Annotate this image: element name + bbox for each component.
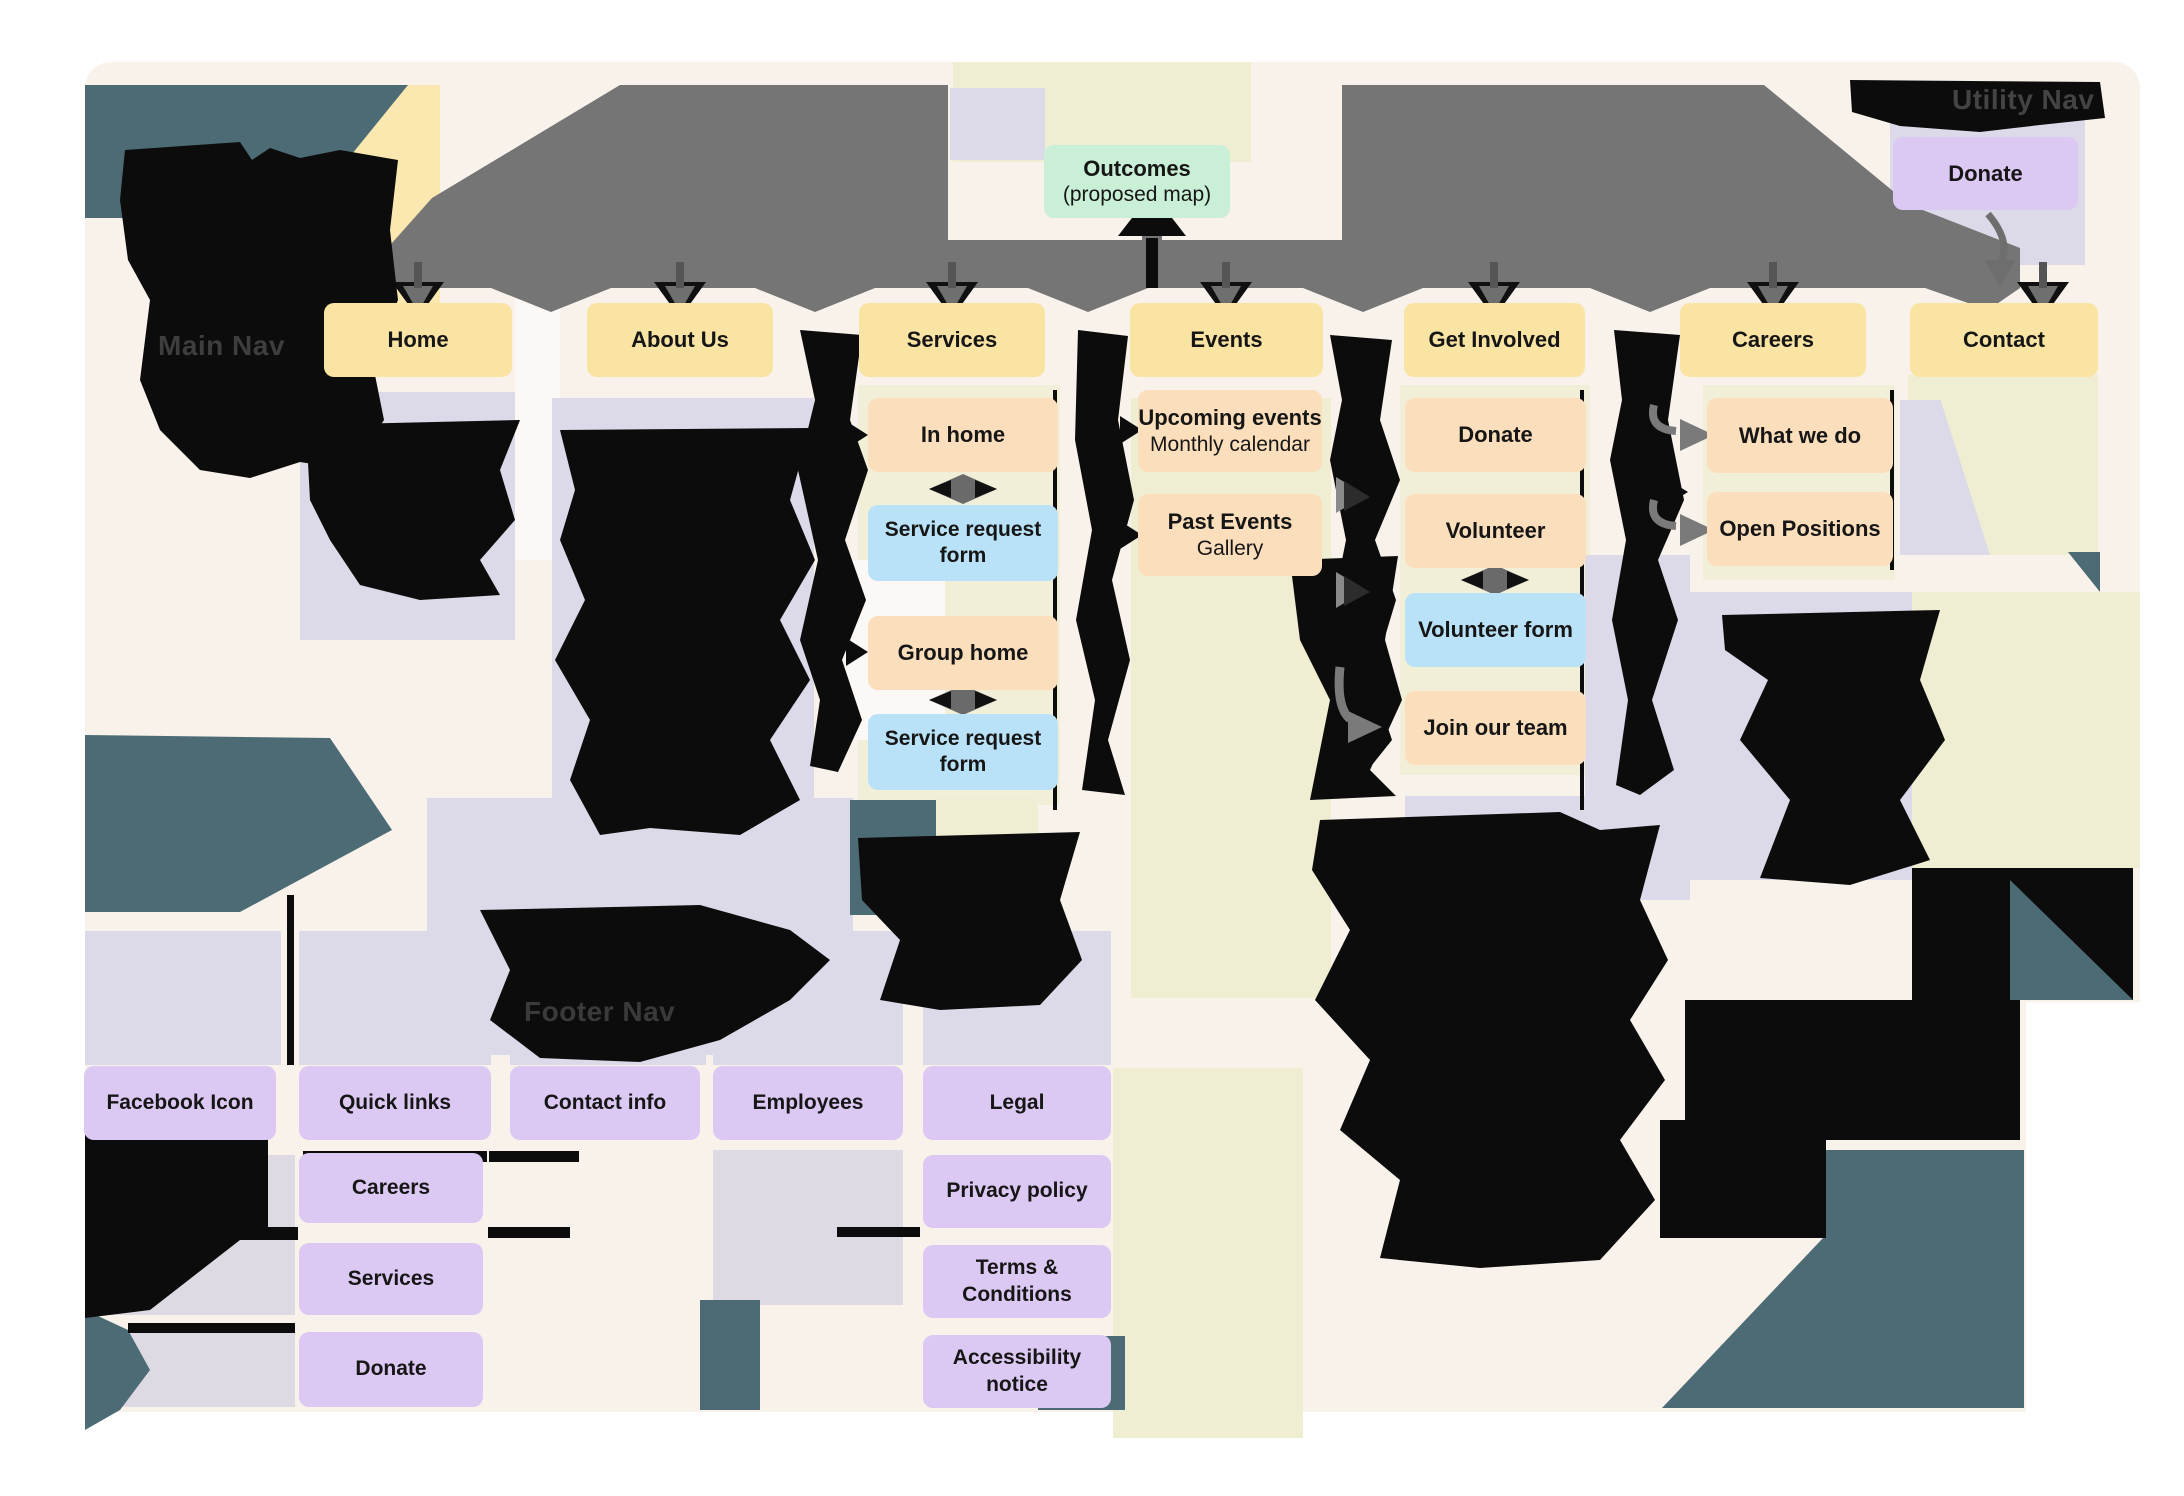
panel-events-col [1131, 398, 1331, 998]
footer-contact-info-label: Contact info [543, 1090, 667, 1114]
node-past-events[interactable]: Past Events Gallery [1138, 494, 1322, 576]
nav-home[interactable]: Home [324, 303, 512, 377]
nav-get-involved-label: Get Involved [1428, 327, 1561, 353]
node-volunteer-form-label: Volunteer form [1418, 617, 1573, 643]
nav-events-label: Events [1190, 327, 1263, 353]
node-volunteer[interactable]: Volunteer [1405, 494, 1586, 568]
footer-facebook-icon[interactable]: Facebook Icon [84, 1066, 276, 1140]
node-open-positions[interactable]: Open Positions [1707, 492, 1893, 566]
node-outcomes-title: Outcomes [1083, 155, 1191, 181]
node-srf1-label: Service request form [884, 517, 1042, 567]
node-volunteer-form[interactable]: Volunteer form [1405, 593, 1586, 667]
panel-gi-bottom [1405, 796, 1588, 1060]
panel-right-of-careers [1912, 592, 2140, 868]
node-service-request-form-1[interactable]: Service request form [868, 505, 1058, 581]
main-nav-label: Main Nav [158, 330, 285, 361]
panel-outcomes-left [950, 88, 1045, 160]
node-join-team-label: Join our team [1423, 715, 1568, 741]
node-srf2-label: Service request form [884, 726, 1042, 776]
node-outcomes[interactable]: Outcomes (proposed map) [1044, 145, 1230, 218]
panel-employees-below [713, 1150, 903, 1305]
node-what-we-do[interactable]: What we do [1707, 398, 1893, 473]
panel-under-careers [1680, 592, 1912, 880]
node-utility-donate[interactable]: Donate [1893, 137, 2078, 210]
node-gi-donate[interactable]: Donate [1405, 398, 1586, 472]
panel-footer-col-1 [85, 931, 281, 1065]
nav-careers-label: Careers [1732, 327, 1814, 353]
node-upcoming-title: Upcoming events [1138, 405, 1322, 431]
nav-careers[interactable]: Careers [1680, 303, 1866, 377]
footer-donate[interactable]: Donate [299, 1332, 483, 1407]
node-past-subtitle: Gallery [1196, 536, 1264, 560]
panel-footer-col-4 [713, 931, 903, 1065]
nav-services[interactable]: Services [859, 303, 1045, 377]
footer-legal-label: Legal [989, 1090, 1045, 1114]
footer-facebook-label: Facebook Icon [106, 1090, 254, 1114]
nav-home-label: Home [387, 327, 449, 353]
panel-footer-row-3 [115, 1332, 295, 1407]
node-in-home[interactable]: In home [868, 398, 1058, 472]
footer-terms-label: Terms & Conditions [962, 1256, 1072, 1306]
nav-events[interactable]: Events [1130, 303, 1323, 377]
footer-quick-links[interactable]: Quick links [299, 1066, 491, 1140]
footer-careers-label: Careers [351, 1175, 431, 1199]
nav-services-label: Services [906, 327, 998, 353]
footer-legal[interactable]: Legal [923, 1066, 1111, 1140]
footer-donate-label: Donate [355, 1357, 427, 1381]
node-gi-donate-label: Donate [1458, 422, 1533, 448]
footer-services-label: Services [347, 1266, 435, 1290]
panel-footer-right-strip [1113, 1068, 1303, 1438]
nav-about-us[interactable]: About Us [587, 303, 773, 377]
panel-under-about [552, 398, 814, 835]
nav-about-label: About Us [631, 327, 729, 353]
node-upcoming-subtitle: Monthly calendar [1150, 432, 1310, 456]
panel-under-home [300, 392, 515, 640]
node-past-title: Past Events [1167, 509, 1293, 535]
node-open-positions-label: Open Positions [1719, 516, 1881, 542]
node-group-home-label: Group home [897, 640, 1029, 666]
panel-yellow-band-home [318, 85, 440, 305]
footer-quick-links-label: Quick links [338, 1090, 452, 1114]
footer-contact-info[interactable]: Contact info [510, 1066, 700, 1140]
node-volunteer-label: Volunteer [1445, 518, 1546, 544]
node-utility-donate-label: Donate [1948, 160, 2023, 186]
node-in-home-label: In home [920, 422, 1006, 448]
footer-privacy-label: Privacy policy [946, 1179, 1088, 1203]
node-group-home[interactable]: Group home [868, 616, 1058, 690]
node-what-we-do-label: What we do [1738, 422, 1862, 448]
footer-terms-conditions[interactable]: Terms & Conditions [923, 1245, 1111, 1318]
utility-nav-label: Utility Nav [1952, 84, 2095, 115]
panel-footer-col-5 [923, 931, 1111, 1065]
footer-careers[interactable]: Careers [299, 1153, 483, 1223]
node-outcomes-subtitle: (proposed map) [1062, 183, 1212, 207]
nav-contact[interactable]: Contact [1910, 303, 2098, 377]
panel-gi-right [1585, 555, 1690, 900]
footer-accessibility-label: Accessibility notice [952, 1346, 1082, 1396]
footer-nav-label: Footer Nav [524, 996, 676, 1027]
node-upcoming-events[interactable]: Upcoming events Monthly calendar [1138, 390, 1322, 472]
panel-footer-col-2 [299, 931, 491, 1065]
nav-get-involved[interactable]: Get Involved [1404, 303, 1585, 377]
footer-accessibility-notice[interactable]: Accessibility notice [923, 1335, 1111, 1408]
node-service-request-form-2[interactable]: Service request form [868, 714, 1058, 790]
footer-employees-label: Employees [752, 1090, 864, 1114]
footer-privacy-policy[interactable]: Privacy policy [923, 1155, 1111, 1228]
nav-contact-label: Contact [1963, 327, 2045, 353]
node-join-our-team[interactable]: Join our team [1405, 691, 1586, 765]
footer-employees[interactable]: Employees [713, 1066, 903, 1140]
footer-services[interactable]: Services [299, 1243, 483, 1315]
canvas-step [2026, 1002, 2184, 1422]
